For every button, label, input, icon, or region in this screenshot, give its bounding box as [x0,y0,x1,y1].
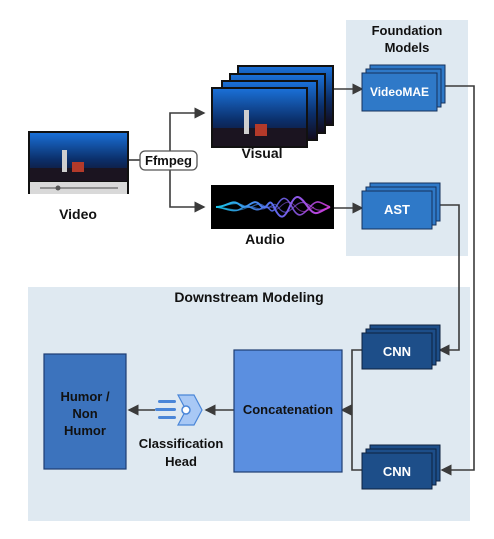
visual-label: Visual [242,145,283,161]
output-label-line3: Humor [64,423,106,438]
classification-head-icon [155,394,203,426]
output-label-line2: Non [72,406,97,421]
ast-label: AST [384,202,410,217]
foundation-title-line1: Foundation [372,23,443,38]
classification-head-line2: Head [165,454,197,469]
cnn-top-label: CNN [383,344,411,359]
output-block [43,353,127,470]
cnn-top-block [361,324,441,370]
audio-label: Audio [245,231,285,247]
ast-block [361,182,441,230]
classification-head-line1: Classification [139,436,224,451]
video-label: Video [59,206,97,222]
videomae-label: VideoMAE [370,85,429,99]
connectors [127,83,475,476]
videomae-block [361,64,446,112]
ffmpeg-box [139,150,198,171]
cnn-bottom-block [361,444,441,490]
foundation-title-line2: Models [385,40,430,55]
downstream-title: Downstream Modeling [174,289,323,305]
audio-waveform [211,185,334,229]
concatenation-label: Concatenation [243,402,333,417]
video-thumbnail [28,131,129,194]
ffmpeg-label: Ffmpeg [145,153,192,168]
output-label-line1: Humor / [60,389,110,404]
cnn-bottom-label: CNN [383,464,411,479]
concatenation-block [233,349,343,473]
visual-frames-stack [211,65,334,148]
